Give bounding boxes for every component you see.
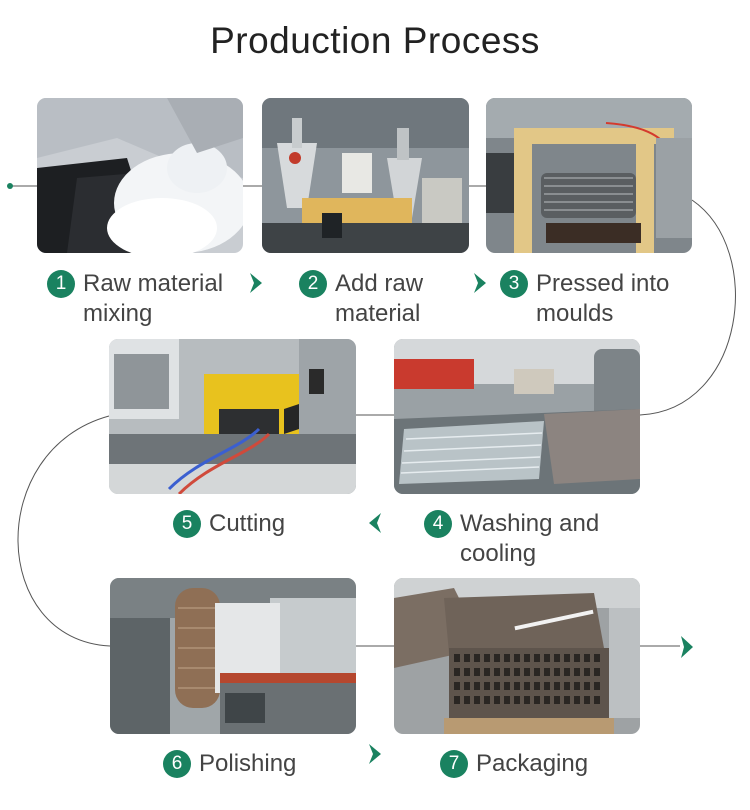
step-3-label: 3 Pressed into moulds xyxy=(500,269,669,329)
step-1-number: 1 xyxy=(47,270,75,298)
step-2-text: Add raw material xyxy=(335,270,424,327)
chevron-right-icon xyxy=(369,744,381,764)
page-title: Production Process xyxy=(210,20,540,61)
chevron-right-icon xyxy=(250,273,262,293)
step-4-photo xyxy=(394,339,640,494)
step-5-number: 5 xyxy=(173,510,201,538)
step-1-text: Raw material mixing xyxy=(83,270,224,327)
step-6-photo xyxy=(110,578,356,734)
step-3-photo xyxy=(486,98,692,253)
step-1-label: 1 Raw material mixing xyxy=(47,269,223,329)
step-5-label: 5 Cutting xyxy=(173,509,285,539)
step-2-photo xyxy=(262,98,469,253)
step-5-text: Cutting xyxy=(209,510,286,537)
step-6-text: Polishing xyxy=(199,750,297,777)
step-7-text: Packaging xyxy=(476,750,589,777)
step-6-label: 6 Polishing xyxy=(163,749,296,779)
chevron-right-icon xyxy=(474,273,486,293)
arrow-right-icon xyxy=(681,636,693,658)
step-4-label: 4 Washing and cooling xyxy=(424,509,599,569)
step-4-number: 4 xyxy=(424,510,452,538)
start-dot xyxy=(7,183,13,189)
chevron-left-icon xyxy=(369,513,381,533)
step-6-number: 6 xyxy=(163,750,191,778)
step-5-photo xyxy=(109,339,356,494)
step-7-label: 7 Packaging xyxy=(440,749,588,779)
step-2-number: 2 xyxy=(299,270,327,298)
step-1-photo xyxy=(37,98,243,253)
step-2-label: 2 Add raw material xyxy=(299,269,423,329)
step-3-text: Pressed into moulds xyxy=(536,270,670,327)
step-7-photo xyxy=(394,578,640,734)
step-7-number: 7 xyxy=(440,750,468,778)
step-3-number: 3 xyxy=(500,270,528,298)
step-4-text: Washing and cooling xyxy=(460,510,600,567)
